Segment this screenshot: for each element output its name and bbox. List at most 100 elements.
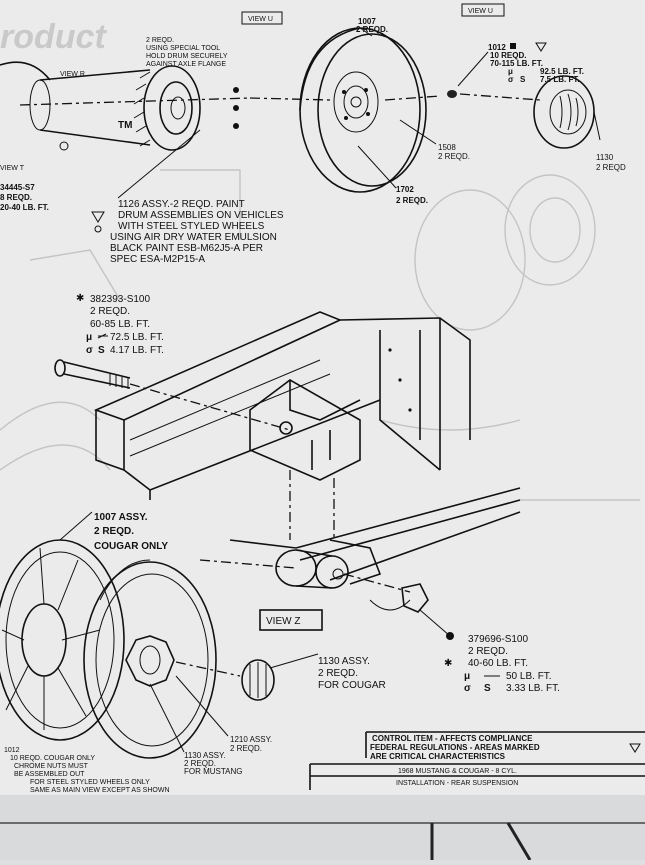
- brake-drum-drawing: [0, 61, 251, 151]
- svg-text:✱: ✱: [76, 293, 84, 304]
- part-1007-cougar-callout: 1007 ASSY. 2 REQD. COUGAR ONLY: [59, 511, 168, 552]
- svg-text:SPEC ESA-M2P15-A: SPEC ESA-M2P15-A: [110, 254, 205, 265]
- svg-text:2 REQD.: 2 REQD.: [468, 646, 508, 657]
- long-bolt-drawing: [54, 359, 291, 431]
- part-379696-callout: 379696-S100 2 REQD. ✱ 40-60 LB. FT. μ 50…: [444, 632, 560, 694]
- svg-text:DRUM ASSEMBLIES ON VEHICLES: DRUM ASSEMBLIES ON VEHICLES: [118, 210, 284, 221]
- part-1508-callout: 1508 2 REQD.: [399, 119, 470, 161]
- page-edge-lines: [0, 822, 645, 861]
- svg-text:10 REQD.: 10 REQD.: [490, 51, 526, 60]
- svg-text:1012: 1012: [4, 747, 20, 754]
- svg-text:2 REQD.: 2 REQD.: [146, 37, 174, 44]
- svg-text:BE ASSEMBLED OUT: BE ASSEMBLED OUT: [14, 771, 85, 778]
- svg-text:72.5 LB. FT.: 72.5 LB. FT.: [110, 332, 164, 343]
- svg-text:2 REQD.: 2 REQD.: [184, 759, 216, 768]
- part-1130-mustang-callout: 1130 ASSY. 2 REQD. FOR MUSTANG: [149, 683, 243, 776]
- svg-text:AGAINST AXLE FLANGE: AGAINST AXLE FLANGE: [146, 61, 226, 68]
- svg-text:1968 MUSTANG & COUGAR - 8 CYL.: 1968 MUSTANG & COUGAR - 8 CYL.: [398, 768, 517, 775]
- top-left-note: 2 REQD. USING SPECIAL TOOL HOLD DRUM SEC…: [146, 37, 228, 68]
- svg-text:382393-S100: 382393-S100: [90, 294, 150, 305]
- part-1702-callout: 1702 2 REQD.: [357, 145, 428, 205]
- view-z-box: [259, 609, 323, 631]
- svg-text:8 REQD.: 8 REQD.: [0, 193, 32, 202]
- svg-text:1508: 1508: [438, 143, 456, 152]
- svg-text:SAME AS MAIN VIEW EXCEPT AS SH: SAME AS MAIN VIEW EXCEPT AS SHOWN: [30, 787, 170, 794]
- svg-text:92.5 LB. FT.: 92.5 LB. FT.: [540, 67, 584, 76]
- svg-text:2 REQD.: 2 REQD.: [90, 306, 130, 317]
- svg-text:1210 ASSY.: 1210 ASSY.: [230, 735, 272, 744]
- svg-text:1130 ASSY.: 1130 ASSY.: [318, 656, 370, 667]
- svg-text:10 REQD. COUGAR ONLY: 10 REQD. COUGAR ONLY: [10, 755, 95, 762]
- svg-text:CHROME NUTS MUST: CHROME NUTS MUST: [14, 763, 89, 770]
- svg-text:1007: 1007: [358, 17, 376, 26]
- svg-text:70-115 LB. FT.: 70-115 LB. FT.: [490, 59, 543, 68]
- svg-text:2 REQD.: 2 REQD.: [318, 668, 358, 679]
- svg-text:COUGAR ONLY: COUGAR ONLY: [94, 541, 168, 552]
- svg-text:HOLD DRUM SECURELY: HOLD DRUM SECURELY: [146, 53, 228, 60]
- part-1210-callout: 1210 ASSY. 2 REQD.: [175, 675, 272, 753]
- svg-text:S: S: [98, 345, 105, 356]
- view-t-label: VIEW T: [0, 165, 25, 172]
- underlying-page-edge: [0, 795, 645, 861]
- svg-text:34445-S7: 34445-S7: [0, 183, 35, 192]
- svg-text:1130 ASSY.: 1130 ASSY.: [184, 751, 226, 760]
- svg-text:1007 ASSY.: 1007 ASSY.: [94, 512, 148, 523]
- svg-text:1702: 1702: [396, 185, 414, 194]
- svg-text:WITH STEEL STYLED WHEELS: WITH STEEL STYLED WHEELS: [118, 221, 265, 232]
- svg-text:USING AIR DRY WATER EMULSION: USING AIR DRY WATER EMULSION: [110, 232, 277, 243]
- svg-text:1126 ASSY.-2 REQD. PAINT: 1126 ASSY.-2 REQD. PAINT: [118, 199, 245, 210]
- part-1007-callout: 1007 2 REQD.: [356, 17, 388, 34]
- bolt-34445-callout: 34445-S7 8 REQD. 20-40 LB. FT.: [0, 183, 49, 212]
- svg-text:σ: σ: [464, 683, 471, 694]
- svg-text:379696-S100: 379696-S100: [468, 634, 528, 645]
- hub-cap-drawing: [533, 75, 601, 149]
- svg-text:2 REQD.: 2 REQD.: [396, 196, 428, 205]
- view-r-label: VIEW R: [60, 71, 85, 78]
- svg-text:1012: 1012: [488, 43, 506, 52]
- background-ghost-art: [0, 169, 640, 501]
- svg-text:2 REQD.: 2 REQD.: [94, 526, 134, 537]
- svg-text:ARE CRITICAL CHARACTERISTICS: ARE CRITICAL CHARACTERISTICS: [370, 752, 506, 761]
- svg-text:FOR STEEL STYLED WHEELS ONLY: FOR STEEL STYLED WHEELS ONLY: [30, 779, 150, 786]
- part-1130-cougar-callout: 1130 ASSY. 2 REQD. FOR COUGAR: [318, 656, 386, 691]
- svg-text:S: S: [484, 683, 491, 694]
- title-block: 1968 MUSTANG & COUGAR - 8 CYL. INSTALLAT…: [309, 763, 645, 790]
- svg-text:μ: μ: [464, 671, 470, 682]
- svg-text:60-85 LB. FT.: 60-85 LB. FT.: [90, 319, 150, 330]
- part-1012-bottom-callout: 1012 10 REQD. COUGAR ONLY CHROME NUTS MU…: [4, 747, 95, 778]
- svg-text:USING SPECIAL TOOL: USING SPECIAL TOOL: [146, 45, 220, 52]
- part-382393-callout: ✱ 382393-S100 2 REQD. 60-85 LB. FT. μ 72…: [76, 293, 164, 356]
- svg-text:FOR COUGAR: FOR COUGAR: [318, 680, 386, 691]
- view-u-label-top: VIEW U: [248, 16, 273, 23]
- svg-text:2 REQD.: 2 REQD.: [438, 152, 470, 161]
- wheel-drawing-top: [249, 27, 541, 193]
- manual-page: roduct TM VIEW U VIEW U VIEW R VIEW T 2 …: [0, 0, 645, 800]
- svg-text:σ: σ: [86, 345, 93, 356]
- part-1130-top-callout: 1130 2 REQD: [596, 153, 626, 172]
- steel-wheel-note: FOR STEEL STYLED WHEELS ONLY SAME AS MAI…: [30, 779, 170, 794]
- rear-suspension-diagram: roduct TM VIEW U VIEW U VIEW R VIEW T 2 …: [0, 3, 645, 794]
- svg-text:FEDERAL REGULATIONS - AREAS MA: FEDERAL REGULATIONS - AREAS MARKED: [370, 743, 540, 752]
- svg-text:FOR MUSTANG: FOR MUSTANG: [184, 767, 243, 776]
- view-z-label: VIEW Z: [266, 616, 300, 627]
- svg-text:4.17 LB. FT.: 4.17 LB. FT.: [110, 345, 164, 356]
- svg-text:✱: ✱: [444, 658, 452, 669]
- svg-text:BLACK PAINT ESB-M62J5-A PER: BLACK PAINT ESB-M62J5-A PER: [110, 243, 263, 254]
- svg-text:2 REQD.: 2 REQD.: [356, 25, 388, 34]
- svg-text:2 REQD.: 2 REQD.: [230, 744, 262, 753]
- svg-text:7.5 LB. FT.: 7.5 LB. FT.: [540, 75, 580, 84]
- watermark-tm: TM: [118, 120, 132, 131]
- watermark-text: roduct: [0, 18, 107, 56]
- svg-text:CONTROL ITEM - AFFECTS COMPLIA: CONTROL ITEM - AFFECTS COMPLIANCE: [372, 734, 533, 743]
- svg-text:50 LB. FT.: 50 LB. FT.: [506, 671, 552, 682]
- svg-text:40-60 LB. FT.: 40-60 LB. FT.: [468, 658, 528, 669]
- svg-text:S: S: [520, 75, 526, 84]
- svg-text:1130: 1130: [596, 153, 614, 162]
- part-1012-callout: 1012 10 REQD. 70-115 LB. FT. μ 92.5 LB. …: [457, 42, 584, 87]
- control-item-note: CONTROL ITEM - AFFECTS COMPLIANCE FEDERA…: [365, 731, 645, 761]
- leaf-spring-drawing: [199, 487, 521, 637]
- svg-text:3.33 LB. FT.: 3.33 LB. FT.: [506, 683, 560, 694]
- svg-text:μ: μ: [86, 332, 92, 343]
- view-u-label: VIEW U: [468, 8, 493, 15]
- svg-text:μ: μ: [508, 67, 513, 76]
